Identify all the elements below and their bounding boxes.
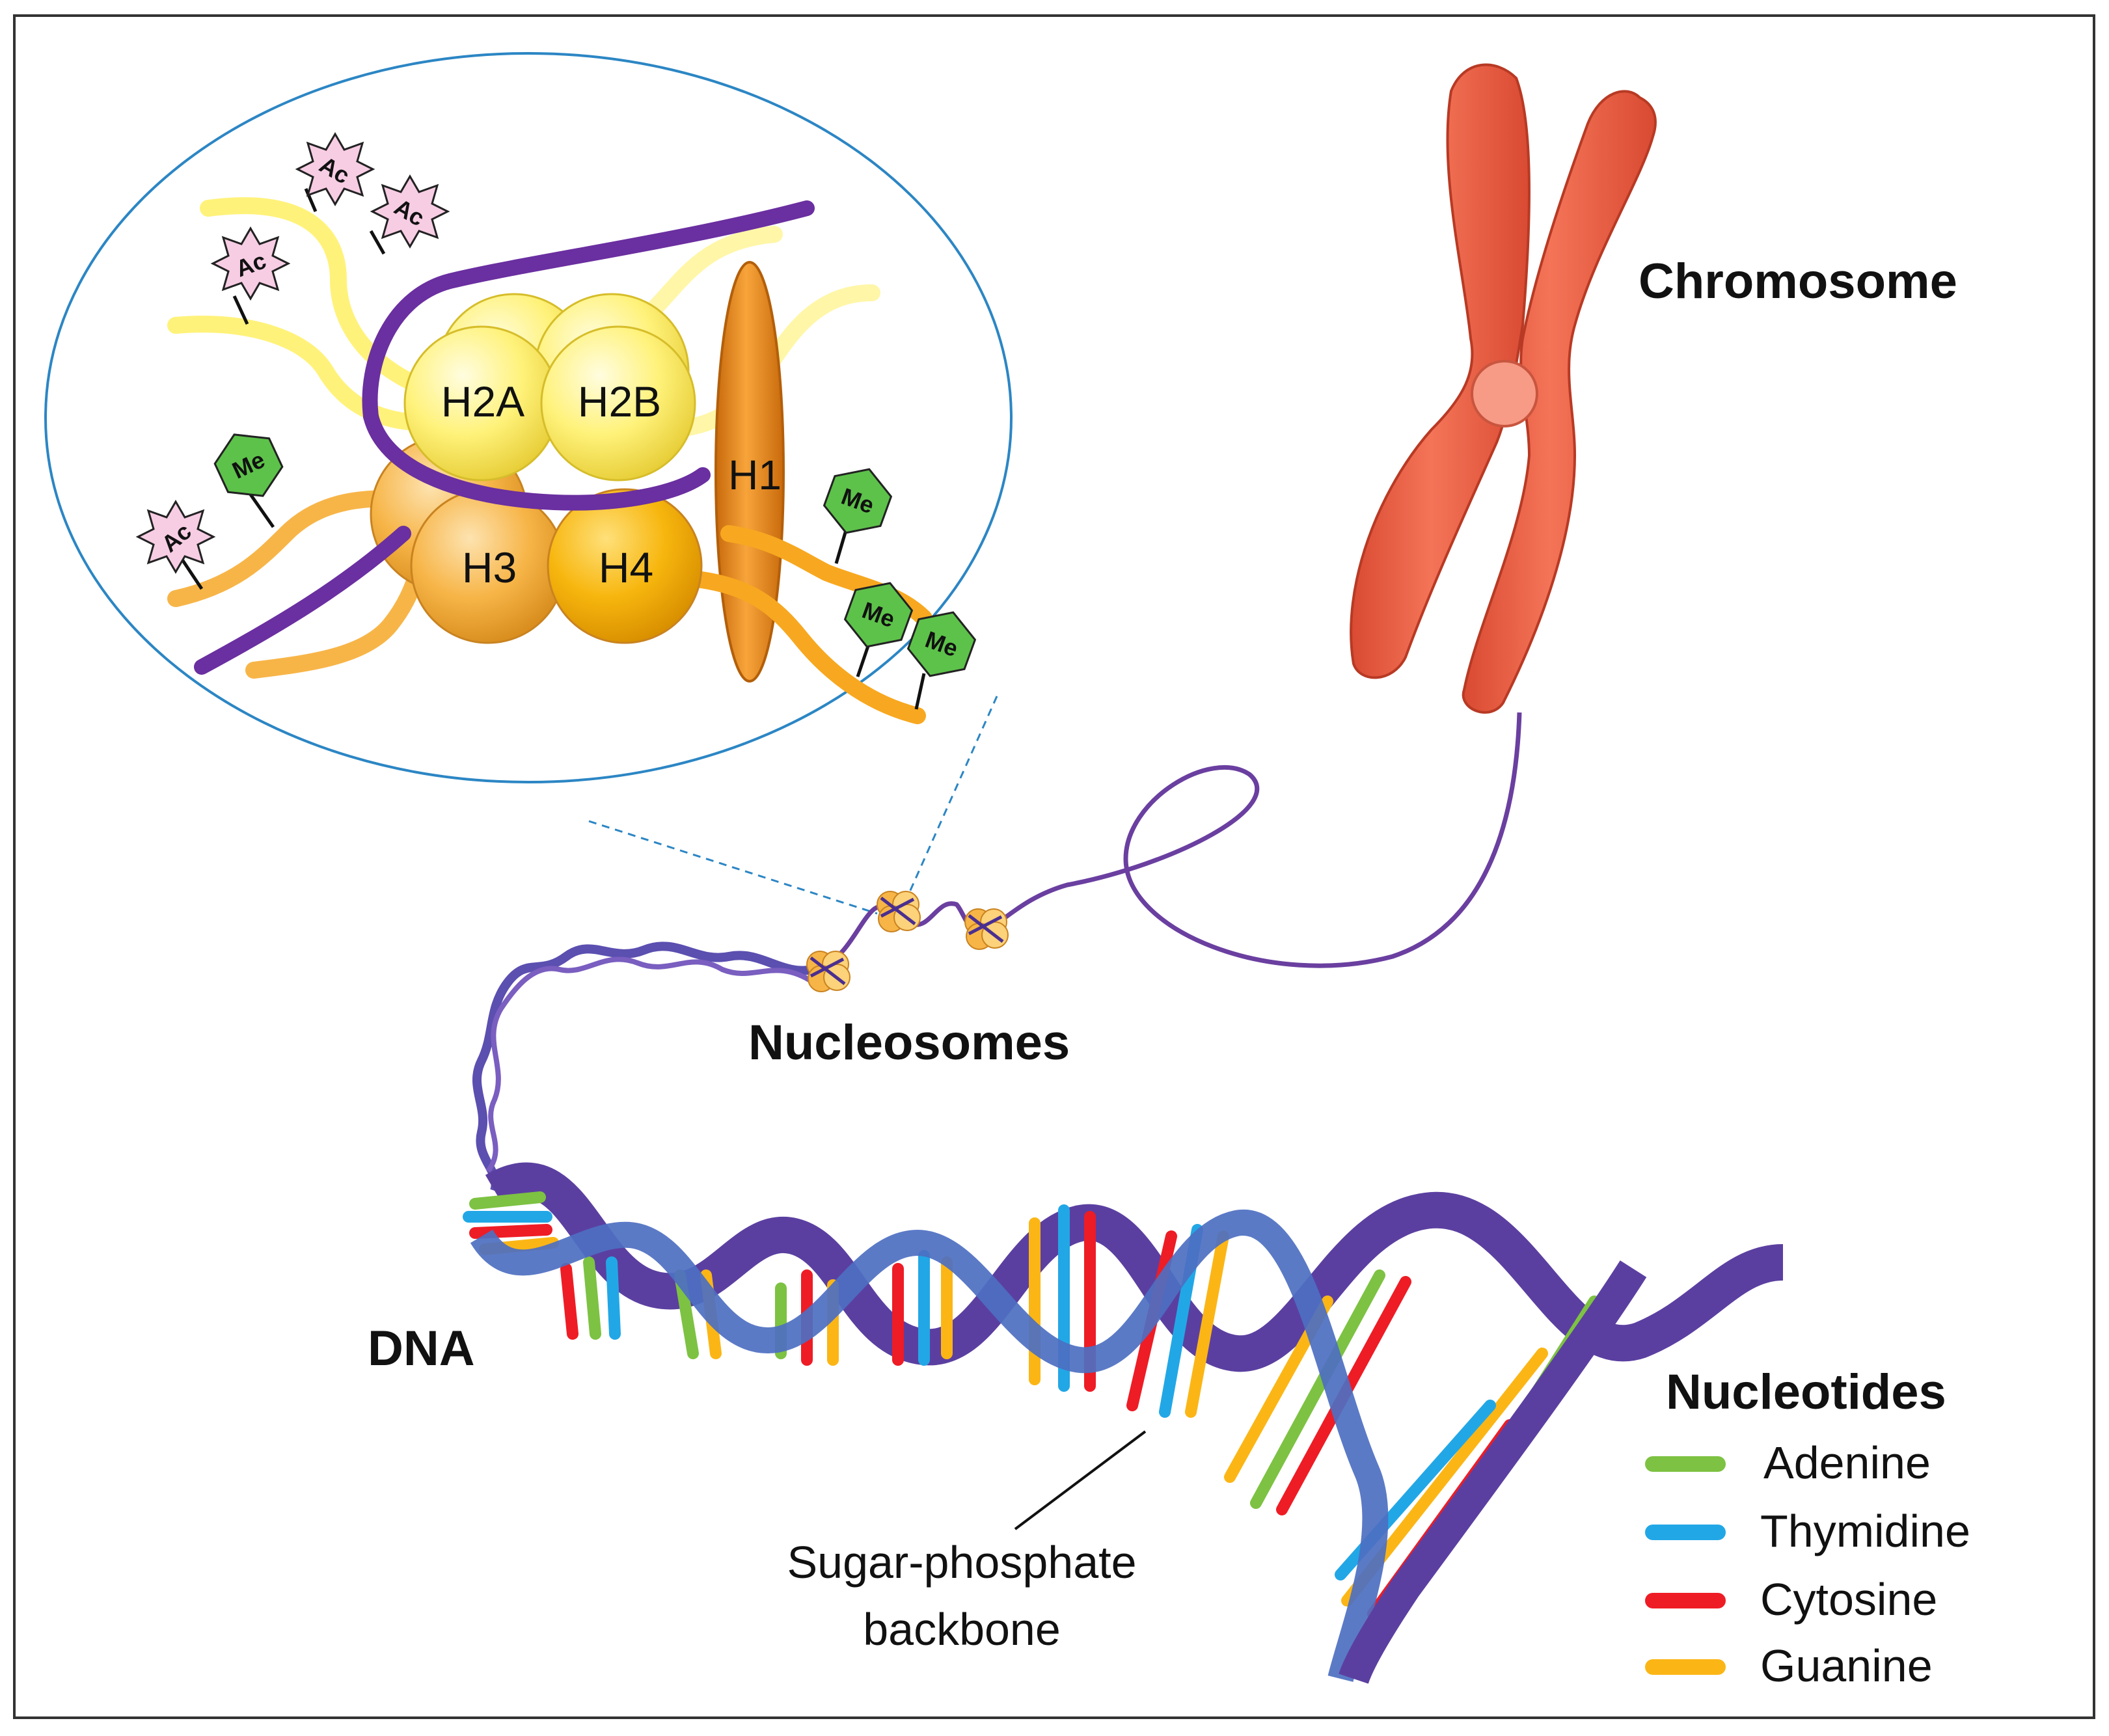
acetyl-star-icon <box>295 132 375 206</box>
dna-backbone-tail <box>1339 1260 1647 1685</box>
legend-item-adenine: Adenine <box>1645 1437 1931 1488</box>
acetyl-star-1: Ac <box>295 132 375 206</box>
histone-h1 <box>714 261 785 683</box>
acetyl-star-3: Ac <box>210 226 291 301</box>
chromosome-chromatid-left <box>1350 63 1531 679</box>
dna-double-helix <box>463 1162 1784 1685</box>
chromosome-centromere <box>1471 360 1538 427</box>
histone-h4-sphere <box>547 488 703 644</box>
histone-h2b-sphere <box>540 325 696 481</box>
methyl-hex-4: Me <box>906 611 977 677</box>
histone-h1-label: H1 <box>728 452 782 498</box>
acetyl-star-4: Ac <box>135 500 216 574</box>
methyl-hex-icon <box>823 468 893 534</box>
base-pair <box>560 1256 621 1340</box>
zoom-connector-left <box>588 820 878 915</box>
methyl-hex-icon <box>906 611 977 677</box>
nucleosome-zoom-inset: H2A H2B H3 H4 H1 Ac Ac Ac <box>44 52 1013 915</box>
chromatin-twisted-segment <box>472 942 815 1193</box>
nucleosome-dna-exit <box>194 526 411 675</box>
histone-h3-label: H3 <box>462 543 517 591</box>
methyl-hex-2: Me <box>823 468 893 534</box>
backbone-label-line1: Sugar-phosphate <box>787 1537 1136 1588</box>
zoom-connector-right <box>905 696 998 901</box>
nucleosome-bead <box>877 891 921 932</box>
methyl-hex-3: Me <box>843 582 914 648</box>
nucleosome-bead <box>964 908 1009 950</box>
legend-title: Nucleotides <box>1666 1364 1946 1420</box>
chromosome-chromatid-right <box>1462 90 1657 714</box>
legend-item-guanine: Guanine <box>1645 1640 1933 1691</box>
acetyl-star-2: Ac <box>370 174 450 249</box>
legend-item-thymidine: Thymidine <box>1645 1506 1970 1556</box>
nucleosome-bead <box>806 951 850 992</box>
dna-label: DNA <box>368 1321 475 1376</box>
chromatin-twisted-segment-2 <box>485 956 815 1173</box>
acetyl-star-icon <box>370 174 450 249</box>
nucleosome-dna-back <box>362 200 815 424</box>
backbone-pointer-line <box>1014 1430 1147 1530</box>
histone-h4-label: H4 <box>599 543 653 591</box>
base-pair <box>892 1250 953 1366</box>
acetyl-star-icon <box>210 226 291 301</box>
dna-backbone-front <box>470 1210 1389 1682</box>
histone-h2b-label: H2B <box>578 377 661 426</box>
nucleosome-dna-front <box>363 409 711 511</box>
acetyl-star-icon <box>135 500 216 574</box>
chromosome-label: Chromosome <box>1639 254 1957 309</box>
legend-label: Guanine <box>1760 1640 1933 1691</box>
legend-label: Thymidine <box>1760 1506 1970 1556</box>
chromosome-illustration <box>1350 63 1657 714</box>
legend-label: Adenine <box>1763 1437 1931 1488</box>
histone-h2a-label: H2A <box>441 377 524 426</box>
methyl-hex-1: Me <box>213 433 284 497</box>
backbone-label-line2: backbone <box>863 1604 1061 1655</box>
nucleosomes-label: Nucleosomes <box>748 1015 1070 1070</box>
methyl-hex-icon <box>213 433 284 497</box>
methyl-hex-icon <box>843 582 914 648</box>
legend-item-cytosine: Cytosine <box>1645 1574 1937 1625</box>
nucleotides-legend: Nucleotides Adenine Thymidine Cytosine G… <box>1645 1364 1970 1691</box>
legend-label: Cytosine <box>1760 1574 1937 1625</box>
modification-stems <box>180 188 926 710</box>
nucleosome-beads <box>806 891 1009 992</box>
